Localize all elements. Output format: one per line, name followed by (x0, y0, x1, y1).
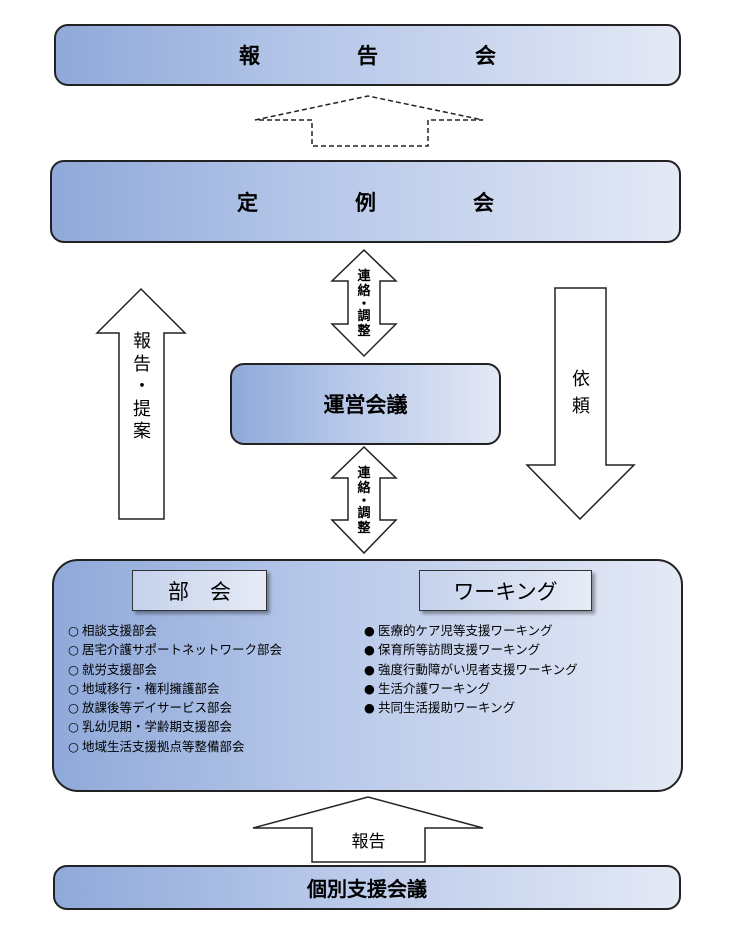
steering-committee-box: 運営会議 (230, 363, 501, 445)
list-item: ●医療的ケア児等支援ワーキング (364, 623, 553, 638)
report-proposal-text: 報 告 ・ 提 案 (133, 331, 151, 442)
liaison-text-top: 連 絡 ・ 調 整 (357, 269, 371, 340)
request-text: 依 頼 (572, 369, 590, 417)
working-title-box: ワーキング (419, 570, 592, 611)
list-item: ○居宅介護サポートネットワーク部会 (68, 642, 283, 658)
report-up-arrow (252, 796, 484, 863)
report-meeting-label: 報 告 会 (239, 44, 534, 68)
regular-meeting-box: 定 例 会 (50, 160, 681, 243)
list-item: ●保育所等訪問支援ワーキング (364, 642, 541, 658)
subcommittee-list: ○相談支援部会 ○居宅介護サポートネットワーク部会 ○就労支援部会 ○地域移行・… (68, 621, 282, 756)
report-proposal-arrow (95, 287, 187, 520)
steering-committee-label: 運営会議 (323, 393, 408, 417)
list-item: ○地域移行・権利擁護部会 (68, 680, 220, 696)
liaison-double-arrow-bottom (330, 445, 398, 555)
list-item: ●強度行動障がい児者支援ワーキング (364, 661, 578, 677)
liaison-text-bottom: 連 絡 ・ 調 整 (357, 466, 371, 537)
subcommittee-title: 部 会 (168, 579, 231, 604)
subcommittee-title-box: 部 会 (132, 570, 267, 611)
liaison-double-arrow-top (330, 248, 398, 358)
list-item: ○相談支援部会 (68, 623, 158, 638)
list-item: ○就労支援部会 (68, 661, 158, 677)
list-item: ○乳幼児期・学齢期支援部会 (68, 719, 233, 735)
report-bottom-text: 報告 (351, 832, 386, 852)
individual-support-meeting-label: 個別支援会議 (307, 877, 427, 901)
working-list: ●医療的ケア児等支援ワーキング ●保育所等訪問支援ワーキング ●強度行動障がい児… (364, 621, 578, 717)
request-arrow (525, 287, 636, 521)
report-meeting-box: 報 告 会 (54, 24, 681, 86)
list-item: ○地域生活支援拠点等整備部会 (68, 738, 245, 754)
dashed-up-arrow (254, 95, 484, 147)
working-title: ワーキング (453, 579, 558, 604)
list-item: ●共同生活援助ワーキング (364, 700, 516, 716)
individual-support-meeting-box: 個別支援会議 (53, 865, 681, 910)
list-item: ○放課後等デイサービス部会 (68, 700, 233, 716)
list-item: ●生活介護ワーキング (364, 680, 491, 696)
regular-meeting-label: 定 例 会 (237, 190, 532, 215)
